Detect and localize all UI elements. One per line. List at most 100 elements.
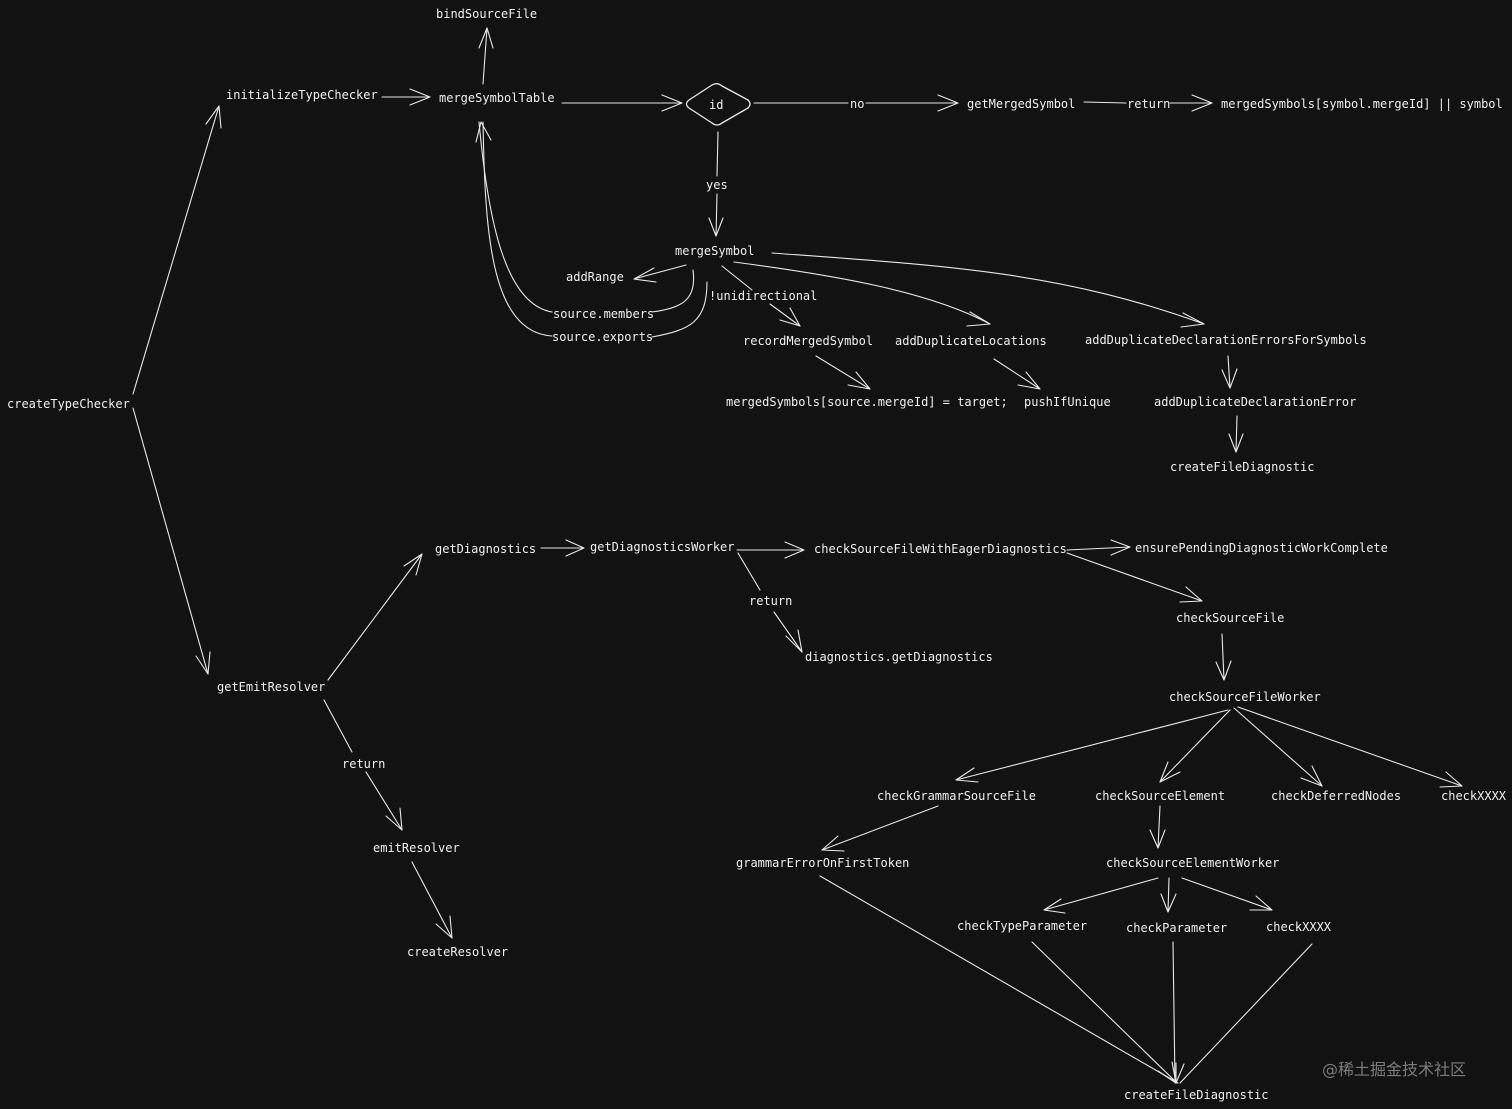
edge-checksourcefileworker-checkgrammarsourcefile bbox=[955, 709, 1229, 781]
node-checksourceelementworker: checkSourceElementWorker bbox=[1106, 856, 1279, 870]
arrowhead bbox=[1191, 94, 1213, 112]
node-pushifunique: pushIfUnique bbox=[1024, 395, 1111, 409]
node-checkgrammarsourcefile: checkGrammarSourceFile bbox=[877, 789, 1036, 803]
arrowhead bbox=[784, 541, 805, 559]
node-mergesymboltable: mergeSymbolTable bbox=[439, 91, 555, 105]
node-getmergedsymbol: getMergedSymbol bbox=[967, 97, 1075, 111]
edge-mergesymbol-recordmergedsymbol bbox=[721, 265, 801, 327]
arrowhead bbox=[195, 651, 211, 675]
node-mergedsymbols-expression: mergedSymbols[symbol.mergeId] || symbol bbox=[1221, 97, 1503, 111]
arrowhead bbox=[633, 267, 657, 283]
edge-grammarerror-createfilediagnostic bbox=[819, 875, 1179, 1084]
edge-mergesymbol-addduplicatelocations bbox=[733, 261, 991, 325]
node-checktypeparameter: checkTypeParameter bbox=[957, 919, 1087, 933]
edge-mergesymboltable-bindsourcefile bbox=[482, 27, 488, 85]
edge-createtypechecker-initializetypechecker bbox=[132, 105, 220, 395]
arrowhead bbox=[565, 539, 585, 557]
arrowhead bbox=[475, 121, 492, 143]
arrowhead bbox=[779, 307, 801, 327]
arrowhead bbox=[1439, 771, 1463, 788]
node-addduplicatedeclarationerror: addDuplicateDeclarationError bbox=[1154, 395, 1356, 409]
arrowhead bbox=[1017, 371, 1041, 390]
edge-getdiagnosticsworker-diagnosticsgetdiagnostics bbox=[737, 552, 803, 653]
arrowhead bbox=[205, 105, 222, 129]
edge-mergesymbol-addduplicatedeclarationerrors bbox=[771, 252, 1205, 325]
arrowhead bbox=[478, 27, 494, 49]
edge-checksourcefile-checksourcefileworker bbox=[1221, 633, 1225, 681]
node-checkdeferrednodes: checkDeferredNodes bbox=[1271, 789, 1401, 803]
edge-label-return-getmergedsymbol: return bbox=[1127, 97, 1170, 111]
edge-checkxxxx-createfilediagnostic bbox=[1179, 943, 1313, 1084]
arrowhead bbox=[661, 94, 683, 112]
edge-worker-checkparameter bbox=[1167, 877, 1170, 913]
edge-duplicatedeclarationerror-createfilediagnostic bbox=[1235, 415, 1238, 453]
edge-addduplicatelocations-pushifunique bbox=[993, 358, 1041, 390]
arrowhead bbox=[1249, 895, 1273, 911]
decision-diamond bbox=[685, 83, 751, 126]
node-addduplicatelocations: addDuplicateLocations bbox=[895, 334, 1047, 348]
arrowhead bbox=[1160, 893, 1177, 913]
node-initializetypechecker: initializeTypeChecker bbox=[226, 88, 378, 102]
edge-worker-checktypeparameter bbox=[1043, 877, 1159, 911]
arrowhead bbox=[821, 835, 845, 852]
edge-id-mergesymbol bbox=[715, 131, 719, 237]
edge-label-unidirectional: !unidirectional bbox=[709, 289, 817, 303]
arrowhead bbox=[1215, 660, 1232, 681]
arrowhead bbox=[785, 629, 803, 653]
node-checksourceelement: checkSourceElement bbox=[1095, 789, 1225, 803]
edge-labels: no return yes !unidirectional return ret… bbox=[342, 97, 1170, 771]
node-diagnostics-getdiagnostics: diagnostics.getDiagnostics bbox=[805, 650, 993, 664]
arrowhead bbox=[1180, 312, 1205, 328]
edge-sourcemembers-mergesymboltable bbox=[478, 121, 695, 313]
node-getdiagnostics: getDiagnostics bbox=[435, 542, 536, 556]
node-getemitresolver: getEmitResolver bbox=[217, 680, 325, 694]
edge-getemitresolver-getdiagnostics bbox=[327, 553, 423, 681]
node-createtypechecker: createTypeChecker bbox=[7, 397, 130, 411]
node-recordmergedsymbol: recordMergedSymbol bbox=[743, 334, 873, 348]
arrowhead bbox=[966, 311, 991, 327]
node-mergesymbol: mergeSymbol bbox=[675, 244, 754, 258]
edge-mergesymbol-addrange bbox=[633, 264, 687, 280]
edge-checksourcefileworker-checksourceelement bbox=[1159, 709, 1231, 783]
arrowhead bbox=[409, 88, 431, 106]
edge-emitresolver-createresolver bbox=[411, 861, 453, 939]
arrowhead bbox=[435, 915, 453, 939]
edge-label-no: no bbox=[850, 97, 864, 111]
node-createfilediagnostic-bottom: createFileDiagnostic bbox=[1124, 1088, 1269, 1102]
arrowhead bbox=[1043, 898, 1066, 914]
node-addduplicatedeclarationerrorsforsymbols: addDuplicateDeclarationErrorsForSymbols bbox=[1085, 333, 1367, 347]
node-bindsourcefile: bindSourceFile bbox=[436, 7, 537, 21]
edge-getmergedsymbol-mergedsymbolsexpr bbox=[1083, 101, 1213, 104]
arrowhead bbox=[385, 807, 403, 831]
edge-label-yes: yes bbox=[706, 178, 728, 192]
arrowhead bbox=[1157, 1061, 1185, 1084]
arrowhead bbox=[1221, 368, 1238, 389]
node-checksourcefilewitheagerdiagnostics: checkSourceFileWithEagerDiagnostics bbox=[814, 542, 1067, 556]
node-checkxxxx-upper: checkXXXX bbox=[1441, 789, 1507, 803]
edge-errorsforsymbols-duplicatedeclarationerror bbox=[1227, 355, 1231, 389]
edge-recordmergedsymbol-mergedsymbolsassign bbox=[815, 355, 871, 390]
edge-checksourceelement-checksourceelementworker bbox=[1157, 805, 1161, 849]
edge-checkparameter-createfilediagnostic bbox=[1172, 941, 1176, 1084]
arrowhead bbox=[1300, 765, 1323, 787]
node-createresolver: createResolver bbox=[407, 945, 508, 959]
nodes: bindSourceFile initializeTypeChecker mer… bbox=[7, 7, 1507, 1102]
node-ensurependingdiagnosticworkcomplete: ensurePendingDiagnosticWorkComplete bbox=[1135, 541, 1388, 555]
node-emitresolver: emitResolver bbox=[373, 841, 460, 855]
watermark: @稀土掘金技术社区 bbox=[1322, 1060, 1467, 1079]
node-checksourcefileworker: checkSourceFileWorker bbox=[1169, 690, 1321, 704]
edge-sourceexports-mergesymboltable bbox=[482, 121, 708, 338]
node-checkparameter: checkParameter bbox=[1126, 921, 1227, 935]
arrowhead bbox=[1149, 829, 1166, 849]
arrowhead bbox=[1179, 586, 1203, 603]
edge-checksourcefileworker-checkdeferrednodes bbox=[1233, 707, 1323, 787]
edge-worker-checkxxxx bbox=[1181, 877, 1273, 911]
arrowhead bbox=[403, 553, 423, 576]
node-getdiagnosticsworker: getDiagnosticsWorker bbox=[590, 540, 735, 554]
edge-label-return-emitresolver: return bbox=[342, 757, 385, 771]
arrowhead bbox=[1159, 761, 1181, 783]
edge-checktypeparameter-createfilediagnostic bbox=[1031, 941, 1178, 1084]
node-checkxxxx-lower: checkXXXX bbox=[1266, 920, 1332, 934]
node-id: id bbox=[709, 98, 723, 112]
